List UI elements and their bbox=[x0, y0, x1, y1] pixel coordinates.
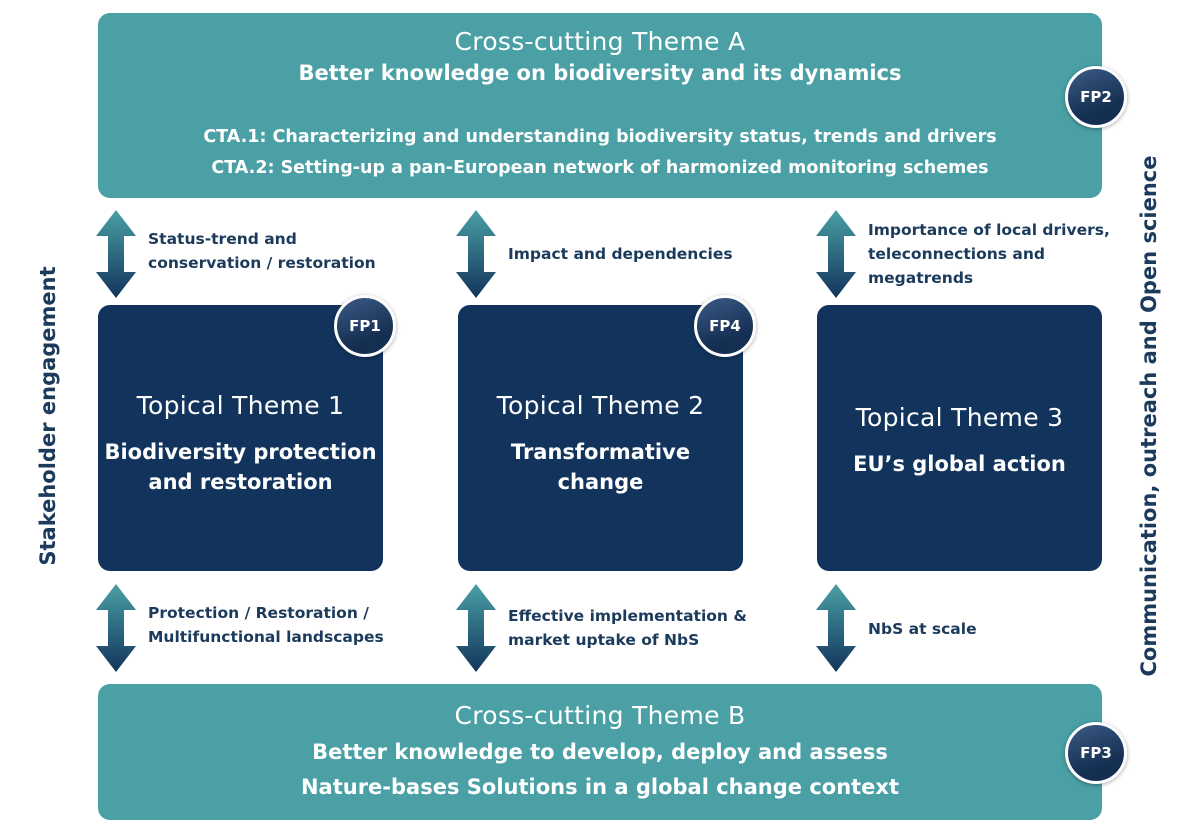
topic-1-title: Topical Theme 1 bbox=[136, 391, 345, 420]
topic-1-box: Topical Theme 1 Biodiversity protection … bbox=[98, 305, 383, 571]
badge-fp2: FP2 bbox=[1065, 66, 1127, 128]
topic-1-subtitle: Biodiversity protection and restoration bbox=[104, 440, 377, 494]
badge-fp1: FP1 bbox=[334, 295, 396, 357]
badge-fp4: FP4 bbox=[694, 295, 756, 357]
theme-b-line-2: Nature-bases Solutions in a global chang… bbox=[300, 775, 900, 799]
link-label-top-2: Impact and dependencies bbox=[508, 245, 733, 263]
topic-3-subtitle: EU’s global action bbox=[853, 452, 1066, 476]
double-arrow-icon bbox=[816, 210, 856, 298]
topic-2-title: Topical Theme 2 bbox=[496, 391, 705, 420]
topic-2-box: Topical Theme 2 Transformative change bbox=[458, 305, 743, 571]
link-label-bottom-1: Protection / Restoration / Multifunction… bbox=[148, 604, 384, 646]
theme-a-item-2: CTA.2: Setting-up a pan-European network… bbox=[211, 158, 989, 178]
topic-2-subtitle: Transformative change bbox=[510, 440, 691, 494]
theme-a-item-1: CTA.1: Characterizing and understanding … bbox=[203, 127, 997, 147]
theme-b-line-1: Better knowledge to develop, deploy and … bbox=[312, 740, 888, 764]
double-arrow-icon bbox=[96, 210, 136, 298]
double-arrow-icon bbox=[456, 210, 496, 298]
double-arrow-icon bbox=[96, 584, 136, 672]
double-arrow-icon bbox=[816, 584, 856, 672]
topic-3-title: Topical Theme 3 bbox=[855, 403, 1064, 432]
theme-a-title: Cross-cutting Theme A bbox=[454, 27, 746, 56]
link-label-top-1: Status-trend and conservation / restorat… bbox=[148, 230, 376, 272]
theme-b-title: Cross-cutting Theme B bbox=[454, 701, 746, 730]
badge-fp3: FP3 bbox=[1065, 722, 1127, 784]
theme-b-box: Cross-cutting Theme B Better knowledge t… bbox=[98, 684, 1102, 820]
side-label-right: Communication, outreach and Open science bbox=[1137, 155, 1161, 677]
double-arrow-icon bbox=[456, 584, 496, 672]
theme-a-box: Cross-cutting Theme A Better knowledge o… bbox=[98, 13, 1102, 198]
topic-3-box: Topical Theme 3 EU’s global action bbox=[817, 305, 1102, 571]
link-label-top-3: Importance of local drivers, teleconnect… bbox=[868, 221, 1110, 287]
theme-a-subtitle: Better knowledge on biodiversity and its… bbox=[298, 61, 902, 85]
link-label-bottom-2: Effective implementation & market uptake… bbox=[508, 607, 747, 649]
link-label-bottom-3: NbS at scale bbox=[868, 620, 977, 638]
side-label-left: Stakeholder engagement bbox=[36, 266, 60, 566]
